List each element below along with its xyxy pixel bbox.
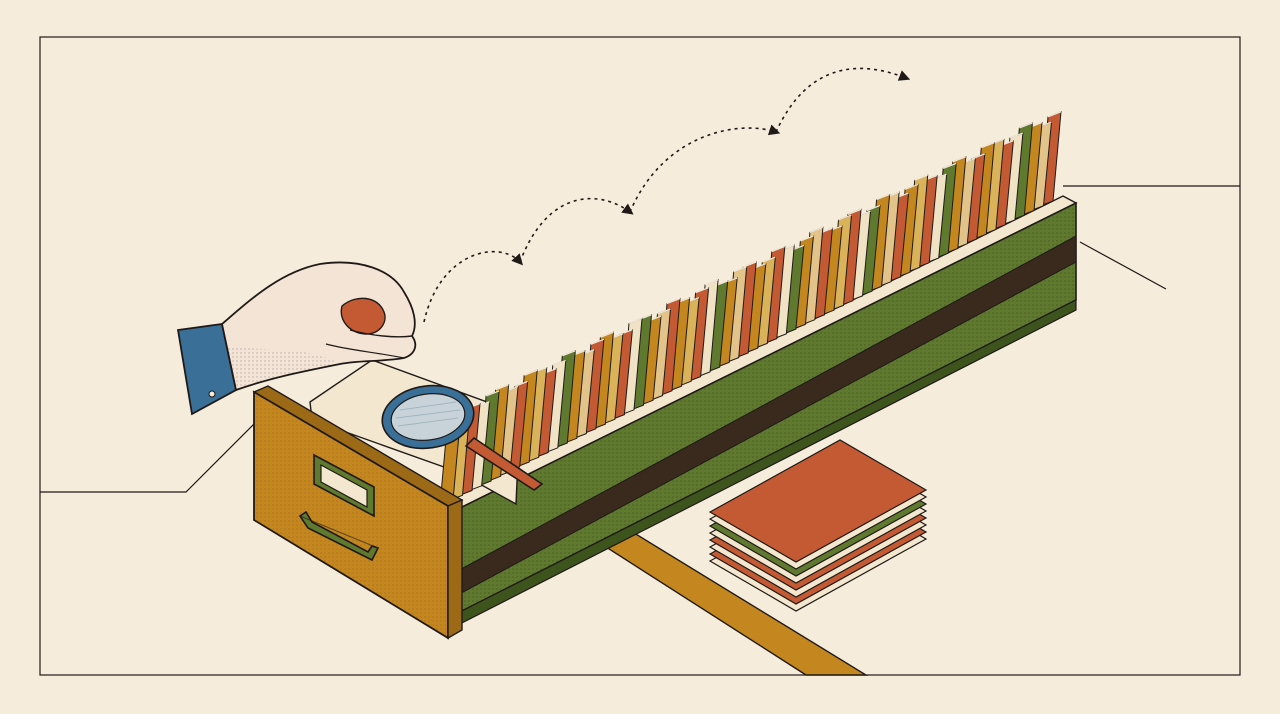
index-card-edge (981, 142, 995, 149)
index-card-edge (485, 390, 500, 397)
drawer-front (252, 385, 464, 640)
magnifier-icon (381, 384, 544, 491)
index-card-edge (809, 226, 824, 233)
index-card-edge (866, 205, 881, 212)
index-card-edge (942, 162, 957, 169)
index-card-edge (600, 331, 614, 338)
index-card-edge (876, 194, 890, 201)
drawer-front-side (447, 498, 463, 640)
index-card-edge (952, 156, 967, 163)
index-card-edge (657, 308, 671, 315)
index-card-edge (742, 261, 757, 268)
index-card-edge (733, 266, 747, 273)
index-card-edge (523, 369, 538, 376)
frame-border (39, 36, 1241, 676)
index-card-edge (1047, 111, 1062, 118)
index-cards (309, 111, 1062, 506)
index-card-edge (562, 350, 576, 357)
index-card-edge (495, 384, 509, 391)
index-card-edge (1019, 122, 1033, 129)
index-card-edge (1009, 132, 1024, 139)
index-card-edge (628, 317, 643, 325)
index-card-edge (800, 235, 814, 242)
index-card-edge (838, 214, 852, 221)
index-card-edge (704, 279, 719, 286)
index-card-edge (914, 174, 928, 181)
label-holder-icon (313, 453, 375, 518)
index-card-edge (590, 338, 605, 345)
index-card-edge (771, 246, 786, 253)
index-card-edge (552, 359, 567, 366)
leader-lines (40, 185, 1240, 493)
dotted-arrow-icon (423, 67, 911, 323)
stacked-card (708, 439, 928, 563)
index-card-edge (762, 256, 776, 263)
index-card-edge (904, 183, 919, 191)
card-stack (708, 439, 928, 612)
index-card-edge (847, 208, 862, 215)
drawer-body (447, 195, 1078, 629)
index-card-edge (514, 380, 528, 387)
index-card-edge (695, 287, 709, 294)
index-card-edge (666, 298, 681, 305)
hand-icon (176, 261, 417, 416)
index-card-edge (971, 153, 986, 160)
drawer-handle-icon[interactable] (298, 510, 380, 562)
